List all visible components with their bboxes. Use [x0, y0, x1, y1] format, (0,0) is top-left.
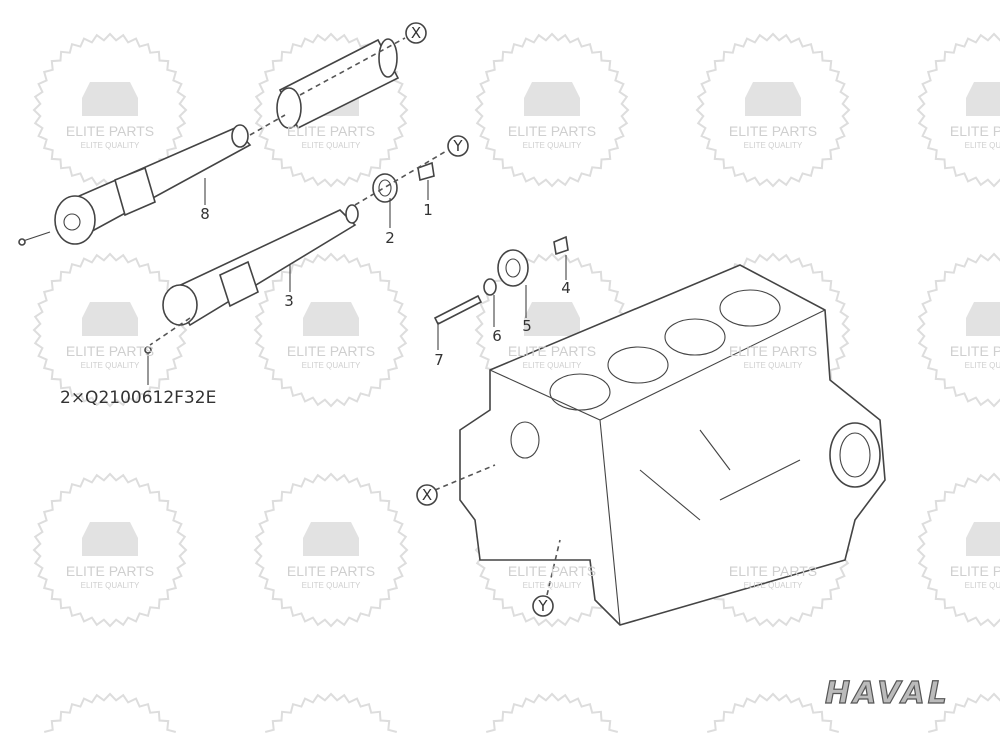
- watermark-seal: [916, 472, 1000, 628]
- label-5: 5: [522, 317, 532, 335]
- watermark-subtitle: ELITE QUALITY: [744, 141, 803, 150]
- watermark-subtitle: ELITE QUALITY: [965, 141, 1000, 150]
- leader-x-top: [299, 37, 406, 96]
- watermark-seal: [927, 692, 1000, 733]
- watermark-subtitle: ELITE QUALITY: [965, 581, 1000, 590]
- watermark-title: ELITE PARTS: [508, 343, 596, 359]
- label-8: 8: [200, 205, 210, 223]
- car-icon: [524, 82, 580, 116]
- car-icon: [82, 522, 138, 556]
- bearing-2: [372, 173, 398, 203]
- washer-6: [483, 278, 497, 296]
- watermark-subtitle: ELITE QUALITY: [302, 361, 361, 370]
- haval-logo: HAVAL: [825, 676, 950, 711]
- bolt-4: [553, 235, 569, 256]
- bolt-7: [433, 294, 483, 326]
- watermark-subtitle: ELITE QUALITY: [744, 361, 803, 370]
- watermark-subtitle: ELITE QUALITY: [744, 581, 803, 590]
- car-icon: [82, 82, 138, 116]
- leader-x-bottom: [434, 464, 496, 491]
- label-1: 1: [423, 201, 433, 219]
- car-icon: [82, 302, 138, 336]
- car-icon: [745, 82, 801, 116]
- label-7: 7: [434, 351, 444, 369]
- watermark-subtitle: ELITE QUALITY: [965, 361, 1000, 370]
- watermark-title: ELITE PARTS: [729, 123, 817, 139]
- watermark-title: ELITE PARTS: [950, 563, 1000, 579]
- watermark-title: ELITE PARTS: [66, 123, 154, 139]
- svg-text:X: X: [411, 24, 421, 42]
- part-code: 2×Q2100612F32E: [60, 388, 216, 408]
- watermark-title: ELITE PARTS: [729, 343, 817, 359]
- watermark-seal: [253, 472, 409, 628]
- callout-y-top: Y: [447, 135, 469, 157]
- watermark-title: ELITE PARTS: [287, 343, 375, 359]
- watermark-title: ELITE PARTS: [66, 563, 154, 579]
- car-icon: [303, 522, 359, 556]
- watermark-title: ELITE PARTS: [508, 563, 596, 579]
- watermark-title: ELITE PARTS: [287, 123, 375, 139]
- watermark-subtitle: ELITE QUALITY: [523, 361, 582, 370]
- watermark-subtitle: ELITE QUALITY: [81, 361, 140, 370]
- car-icon: [524, 302, 580, 336]
- callout-y-bottom: Y: [532, 595, 554, 617]
- watermark-seal: [706, 692, 840, 733]
- watermark-seal: [32, 252, 188, 408]
- label-2: 2: [385, 229, 395, 247]
- watermark-subtitle: ELITE QUALITY: [81, 141, 140, 150]
- balance-shaft-3: [162, 204, 359, 327]
- svg-text:Y: Y: [452, 137, 463, 155]
- label-4: 4: [561, 279, 571, 297]
- leader-y-bottom: [546, 539, 561, 596]
- watermark-title: ELITE PARTS: [287, 563, 375, 579]
- watermark-seal: [474, 32, 630, 188]
- svg-text:Y: Y: [537, 597, 548, 615]
- watermark-seal: [485, 692, 619, 733]
- bolt-small: [144, 346, 152, 354]
- car-icon: [966, 302, 1000, 336]
- leader-y-top: [354, 149, 449, 206]
- watermark-seal: [916, 32, 1000, 188]
- leader-line: [249, 114, 286, 136]
- engine-block: [459, 264, 886, 626]
- watermark-seal: [32, 472, 188, 628]
- watermark-subtitle: ELITE QUALITY: [523, 581, 582, 590]
- watermark-text-layer: ELITE PARTS ELITE QUALITY ELITE PARTS ELITE…: [66, 123, 1000, 590]
- watermark-subtitle: ELITE QUALITY: [302, 141, 361, 150]
- watermark-subtitle: ELITE QUALITY: [523, 141, 582, 150]
- watermark-seal: [916, 252, 1000, 408]
- sleeve-part: [276, 38, 400, 130]
- watermark-seal: [253, 252, 409, 408]
- svg-text:X: X: [422, 486, 432, 504]
- balance-shaft-8: [18, 124, 252, 246]
- watermark-title: ELITE PARTS: [508, 123, 596, 139]
- label-6: 6: [492, 327, 502, 345]
- watermark-seal: [695, 32, 851, 188]
- label-3: 3: [284, 292, 294, 310]
- callout-lines: [147, 178, 567, 385]
- watermark-subtitle: ELITE QUALITY: [302, 581, 361, 590]
- watermark-seal: [43, 692, 177, 733]
- car-icon: [303, 302, 359, 336]
- car-icon: [966, 522, 1000, 556]
- watermark-title: ELITE PARTS: [950, 343, 1000, 359]
- leader-line: [149, 317, 191, 346]
- gear-5: [497, 249, 529, 287]
- callout-x-bottom: X: [416, 484, 438, 506]
- watermark-title: ELITE PARTS: [729, 563, 817, 579]
- watermark-subtitle: ELITE QUALITY: [81, 581, 140, 590]
- watermark-seal: [264, 692, 398, 733]
- watermark-title: ELITE PARTS: [66, 343, 154, 359]
- callout-x-top: X: [405, 22, 427, 44]
- bolt-1: [417, 161, 435, 182]
- car-icon: [966, 82, 1000, 116]
- watermark-title: ELITE PARTS: [950, 123, 1000, 139]
